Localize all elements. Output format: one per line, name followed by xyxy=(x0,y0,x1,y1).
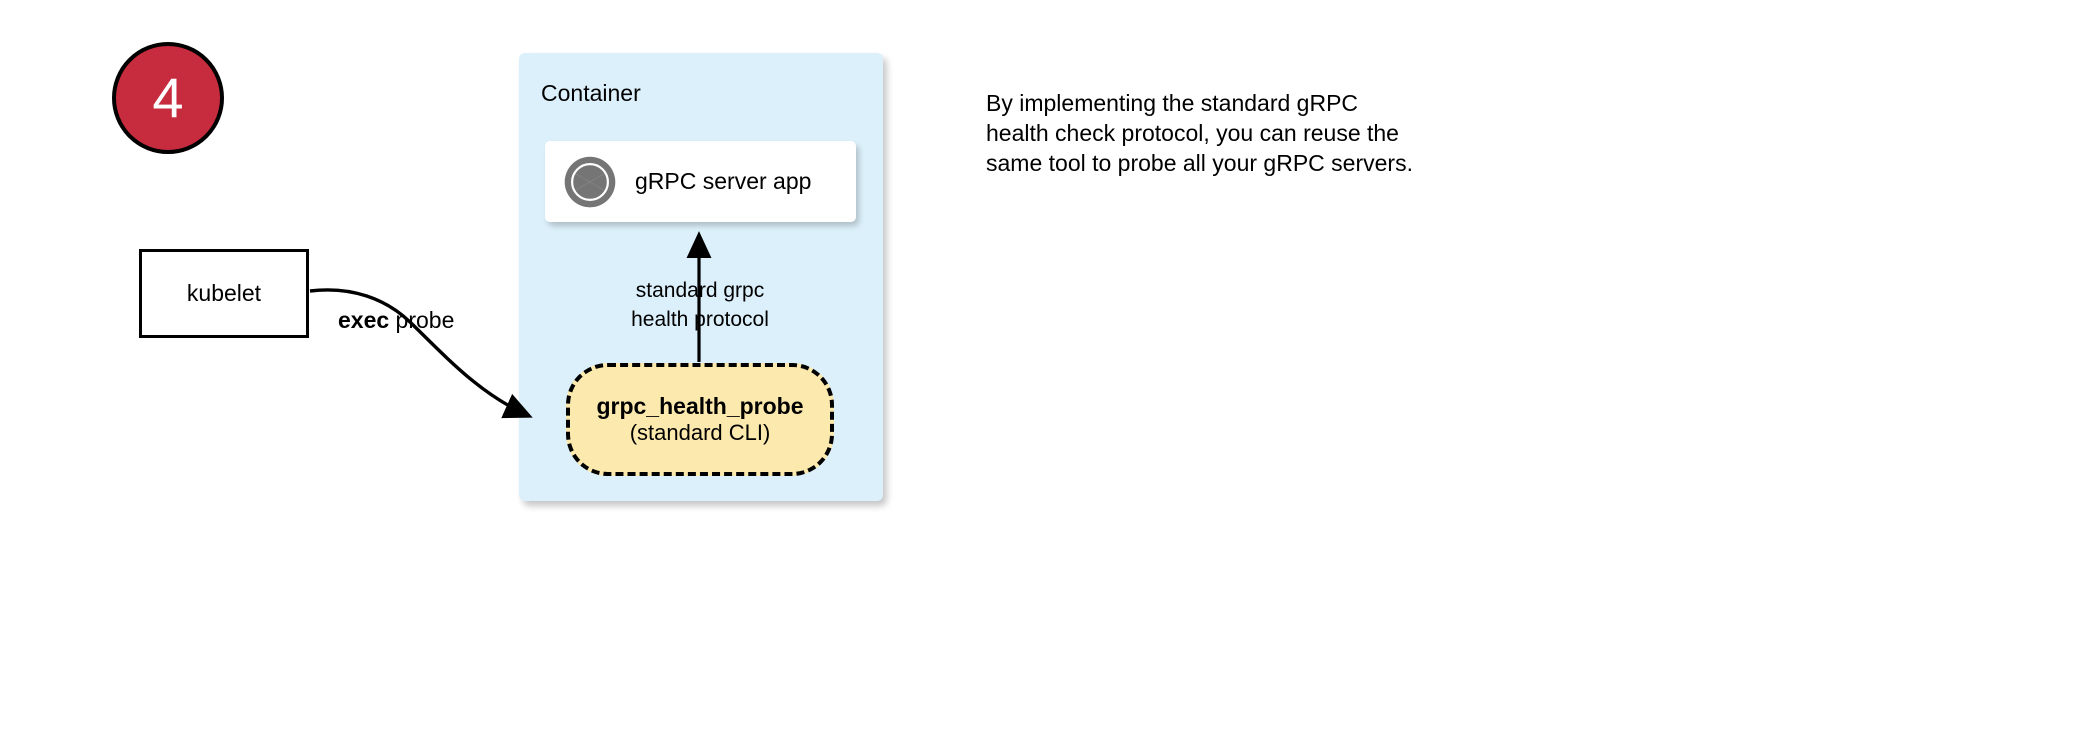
annotation-text: By implementing the standard gRPC health… xyxy=(986,90,1413,176)
kubelet-label: kubelet xyxy=(186,280,262,306)
exec-probe-suffix: probe xyxy=(389,307,455,333)
exec-probe-edge-label: exec probe xyxy=(336,307,457,334)
grpc-server-app-card[interactable]: gRPC server app xyxy=(545,141,856,222)
container-title: Container xyxy=(541,80,641,106)
health-protocol-line-2: health protocol xyxy=(631,308,769,331)
step-number-badge: 4 xyxy=(112,42,224,154)
grpc-health-probe-node[interactable]: grpc_health_probe (standard CLI) xyxy=(566,363,834,476)
health-protocol-label: standard grpc health protocol xyxy=(600,276,800,334)
grpc-health-probe-title: grpc_health_probe xyxy=(596,392,804,419)
step-number-label: 4 xyxy=(152,66,184,129)
exec-probe-keyword: exec xyxy=(338,307,390,333)
kubelet-node[interactable]: kubelet xyxy=(139,249,309,338)
health-protocol-line-1: standard grpc xyxy=(635,279,765,302)
grpc-aperture-icon xyxy=(564,156,616,207)
grpc-health-probe-subtitle: (standard CLI) xyxy=(629,419,771,445)
grpc-server-app-label: gRPC server app xyxy=(635,168,812,194)
